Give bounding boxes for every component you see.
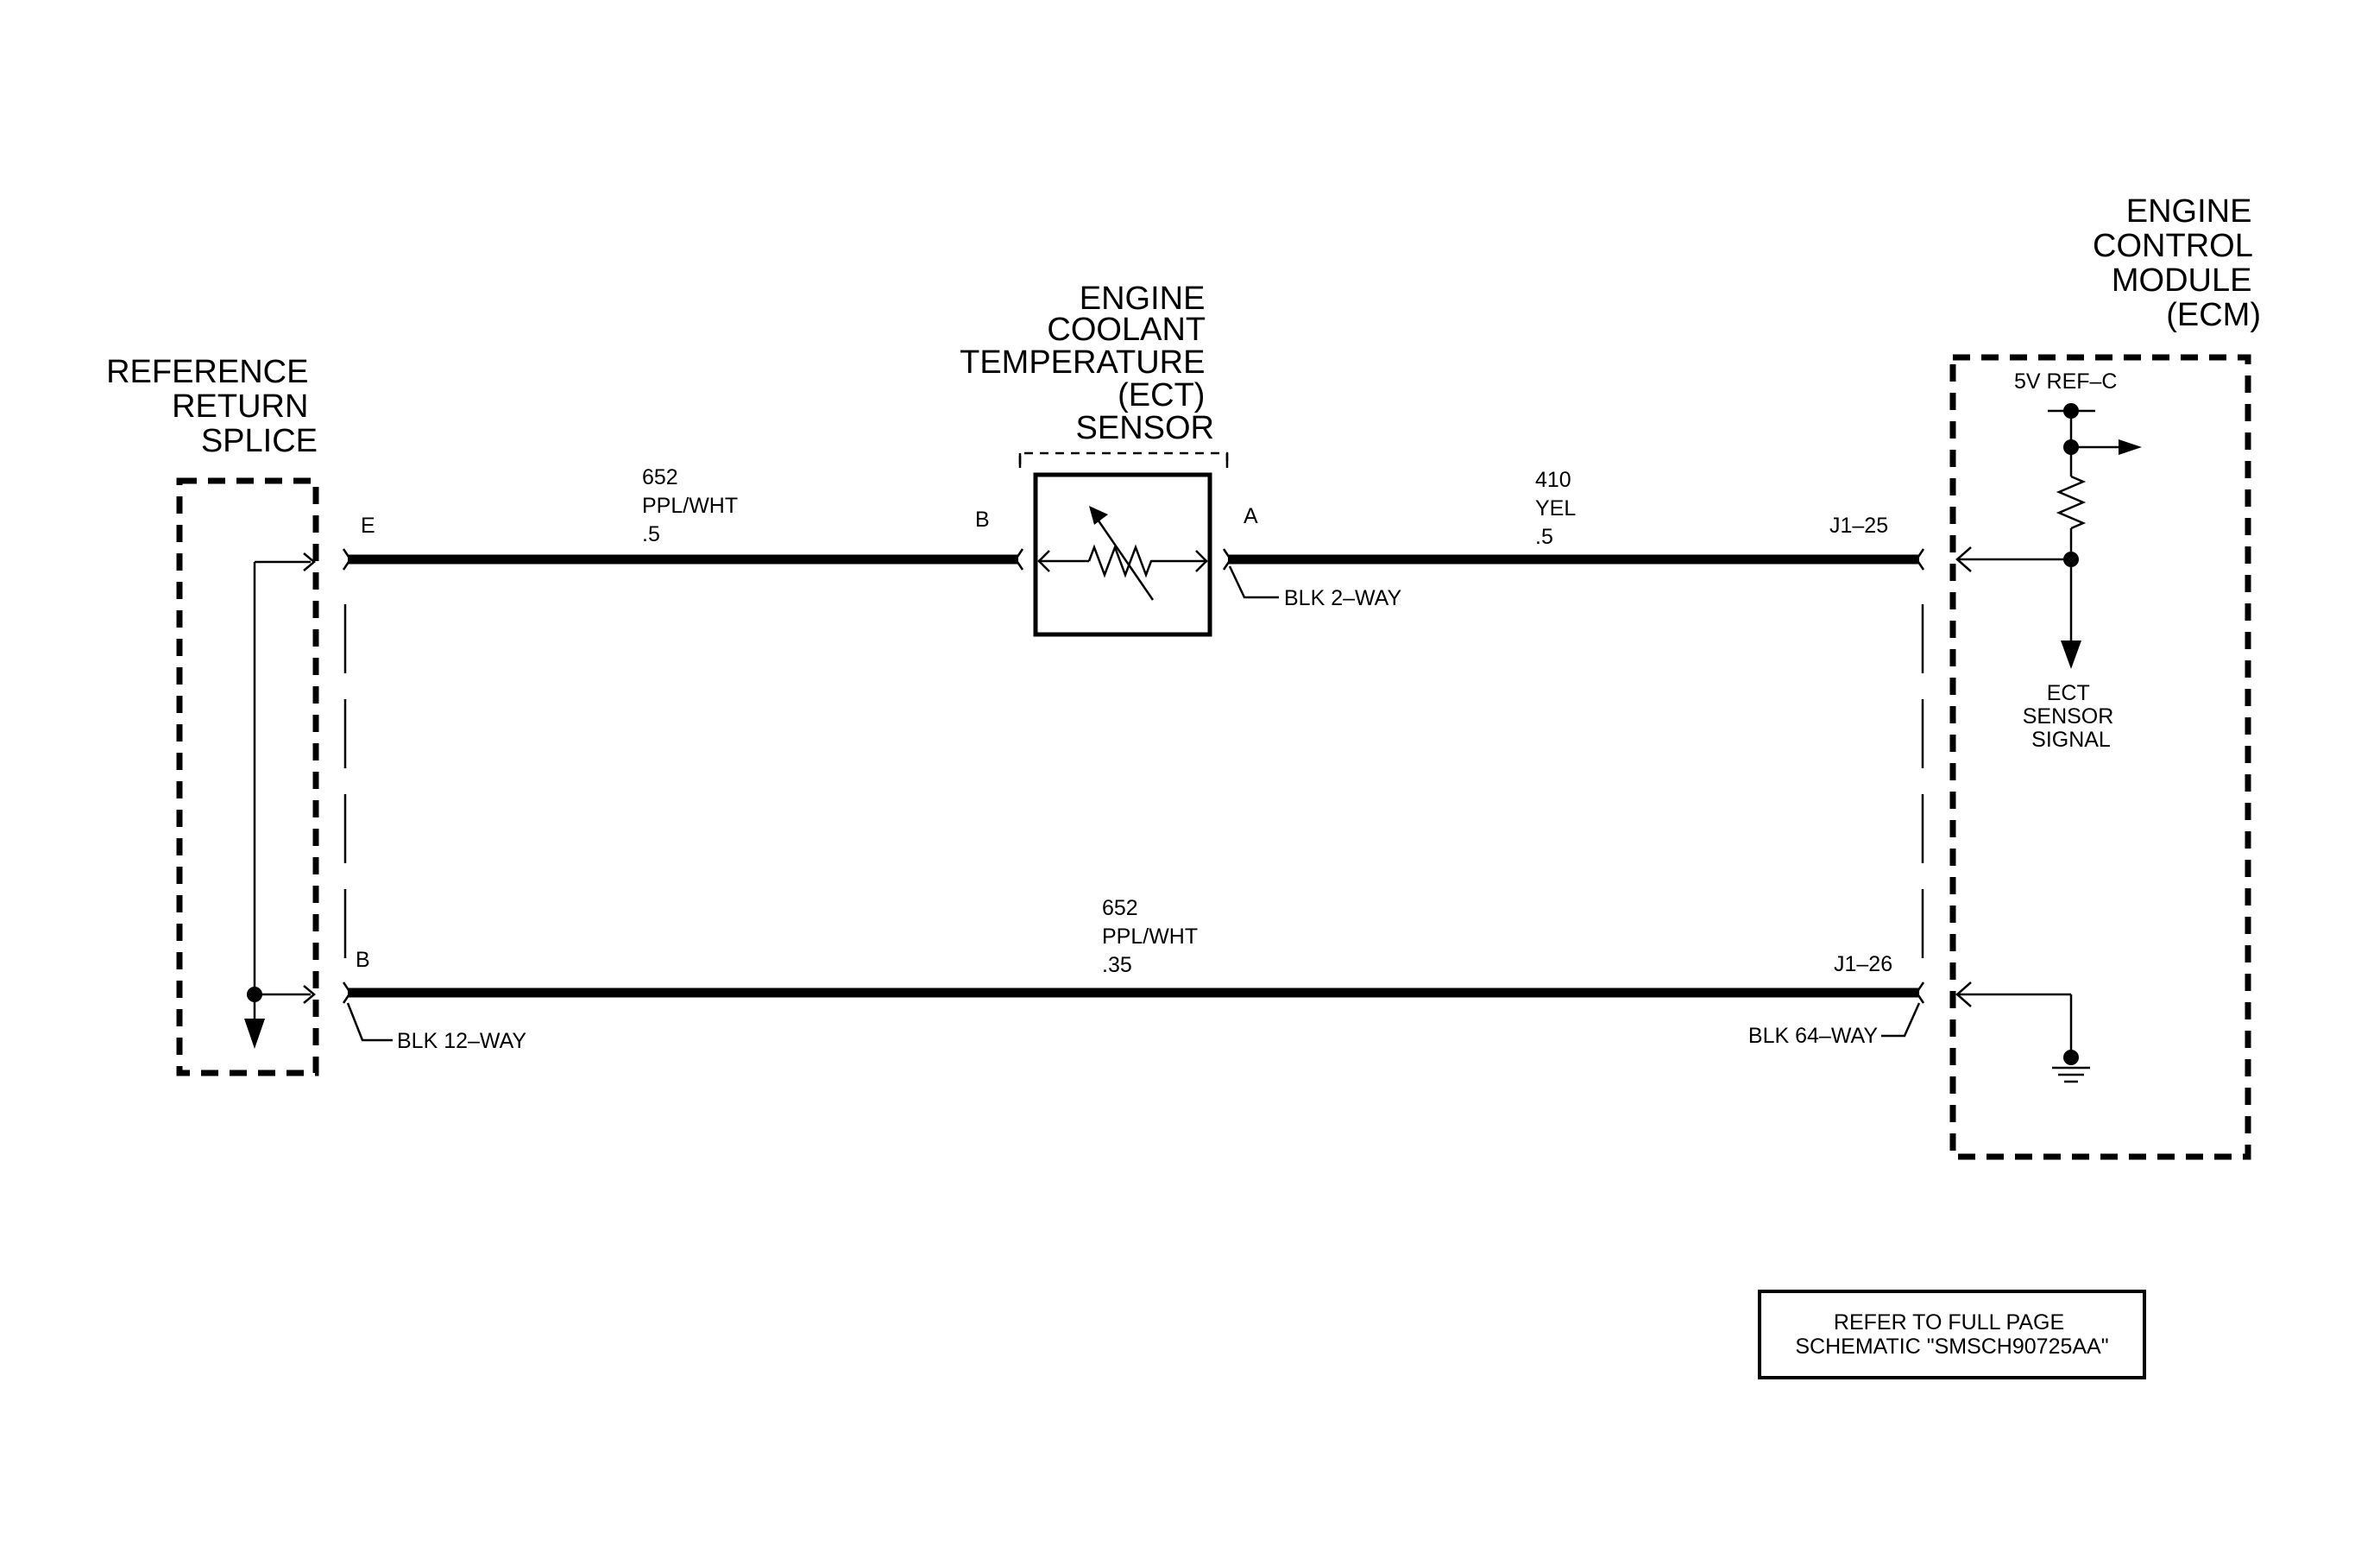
thermistor-variable-arrow-icon bbox=[1089, 506, 1108, 525]
thermistor-resistor-icon bbox=[1087, 544, 1156, 578]
ecm-input-bottom-arrow-icon bbox=[1955, 981, 1972, 1007]
wire-bottom: B 652 PPL/WHT .35 J1–26 BLK 12–WAY BLK 6… bbox=[342, 896, 1925, 1053]
terminal-splice-b-icon bbox=[342, 981, 352, 1004]
sensor-lead-left-arrow-icon bbox=[1037, 550, 1050, 572]
ref-voltage-dot bbox=[2063, 403, 2079, 419]
splice-bottom-arrow-icon bbox=[303, 985, 316, 1004]
splice-top-arrow-icon bbox=[303, 552, 316, 571]
sensor-title-line: (ECT) bbox=[1118, 377, 1205, 413]
thermistor-variable-line bbox=[1092, 514, 1155, 601]
splice-connector-leader bbox=[346, 1002, 393, 1042]
sensor-connector-leader bbox=[1228, 565, 1279, 599]
wire-color-label: YEL bbox=[1535, 496, 1576, 521]
ecm-title: ENGINE CONTROL MODULE (ECM) bbox=[2093, 193, 2261, 333]
sensor-connector-bracket bbox=[1018, 451, 1229, 464]
splice-junction-dot bbox=[247, 987, 262, 1002]
pin-label-splice-e: E bbox=[361, 514, 375, 538]
sensor-connector-label: BLK 2–WAY bbox=[1284, 586, 1401, 610]
pin-label-ecm-j1-25: J1–25 bbox=[1829, 514, 1888, 538]
note-box bbox=[1758, 1290, 2146, 1379]
ecm-signal-label-line: ECT bbox=[2047, 681, 2090, 705]
terminal-ecm-j1-25-icon bbox=[1915, 548, 1925, 571]
sensor-body bbox=[1033, 472, 1212, 637]
ecm-connector-leader bbox=[1881, 1002, 1921, 1038]
splice-title-line: RETURN bbox=[172, 388, 308, 425]
wire-gauge-label: .5 bbox=[642, 522, 660, 546]
sensor-title-line: TEMPERATURE bbox=[960, 344, 1205, 381]
ground-dot bbox=[2063, 1050, 2079, 1065]
ecm-box bbox=[1949, 354, 2251, 1160]
sensor-title-line: COOLANT bbox=[1047, 312, 1205, 348]
reference-return-splice: REFERENCE RETURN SPLICE bbox=[106, 354, 319, 1076]
ground-icon bbox=[2052, 1066, 2090, 1083]
splice-title-line: SPLICE bbox=[201, 423, 318, 459]
splice-title: REFERENCE RETURN SPLICE bbox=[106, 354, 318, 459]
note-line: SCHEMATIC "SMSCH90725AA" bbox=[1795, 1335, 2108, 1359]
ecm-module: ENGINE CONTROL MODULE (ECM) 5V REF–C ECT… bbox=[1949, 193, 2261, 1160]
sensor-title: ENGINE COOLANT TEMPERATURE (ECT) SENSOR bbox=[960, 281, 1214, 446]
ecm-signal-label-line: SENSOR bbox=[2023, 704, 2114, 729]
ecm-title-line: ENGINE bbox=[2126, 193, 2252, 230]
sensor-title-line: SENSOR bbox=[1076, 410, 1214, 446]
note-text: REFER TO FULL PAGE SCHEMATIC "SMSCH90725… bbox=[1795, 1310, 2108, 1359]
wire-circuit-label: 652 bbox=[1102, 896, 1138, 920]
pin-label-splice-b: B bbox=[356, 948, 370, 972]
schematic-reference-note: REFER TO FULL PAGE SCHEMATIC "SMSCH90725… bbox=[1758, 1290, 2146, 1379]
ecm-signal-label: ECT SENSOR SIGNAL bbox=[2023, 681, 2120, 752]
ecm-connector-label: BLK 64–WAY bbox=[1748, 1024, 1878, 1048]
ecm-title-line: MODULE bbox=[2112, 262, 2252, 299]
wire-top-left: E B 652 PPL/WHT .5 bbox=[342, 465, 1024, 571]
splice-down-arrow-icon bbox=[244, 1019, 265, 1049]
pin-label-sensor-b: B bbox=[975, 508, 990, 532]
pin-label-ecm-j1-26: J1–26 bbox=[1834, 952, 1892, 976]
wire-color-label: PPL/WHT bbox=[1102, 924, 1198, 949]
pullup-resistor-icon bbox=[2056, 475, 2087, 530]
splice-connector-label: BLK 12–WAY bbox=[397, 1029, 526, 1053]
ecm-signal-label-line: SIGNAL bbox=[2031, 728, 2111, 752]
wire-top-right: 410 YEL .5 J1–25 bbox=[1222, 468, 1925, 571]
terminal-sensor-a-icon bbox=[1222, 548, 1232, 571]
note-line: REFER TO FULL PAGE bbox=[1834, 1310, 2064, 1335]
splice-box bbox=[176, 477, 319, 1076]
terminal-splice-e-icon bbox=[342, 548, 352, 571]
ref-branch-arrow-icon bbox=[2119, 439, 2142, 455]
pin-label-sensor-a: A bbox=[1244, 504, 1258, 528]
sensor-lead-right-arrow-icon bbox=[1195, 550, 1208, 572]
ecm-title-line: (ECM) bbox=[2166, 297, 2261, 333]
wire-gauge-label: .5 bbox=[1535, 525, 1553, 549]
terminal-sensor-b-icon bbox=[1014, 548, 1024, 571]
wire-circuit-label: 652 bbox=[642, 465, 678, 489]
splice-title-line: REFERENCE bbox=[106, 354, 308, 390]
ecm-input-top-arrow-icon bbox=[1955, 546, 1972, 572]
ect-sensor: ENGINE COOLANT TEMPERATURE (ECT) SENSOR … bbox=[960, 281, 1401, 637]
wire-color-label: PPL/WHT bbox=[642, 494, 738, 518]
ecm-title-line: CONTROL bbox=[2093, 228, 2252, 264]
sensor-title-line: ENGINE bbox=[1080, 281, 1206, 317]
wire-gauge-label: .35 bbox=[1102, 953, 1132, 977]
terminal-ecm-j1-26-icon bbox=[1915, 981, 1925, 1004]
signal-down-arrow-icon bbox=[2061, 641, 2081, 669]
ecm-ref-voltage-label: 5V REF–C bbox=[2014, 369, 2117, 394]
wire-circuit-label: 410 bbox=[1535, 468, 1571, 492]
